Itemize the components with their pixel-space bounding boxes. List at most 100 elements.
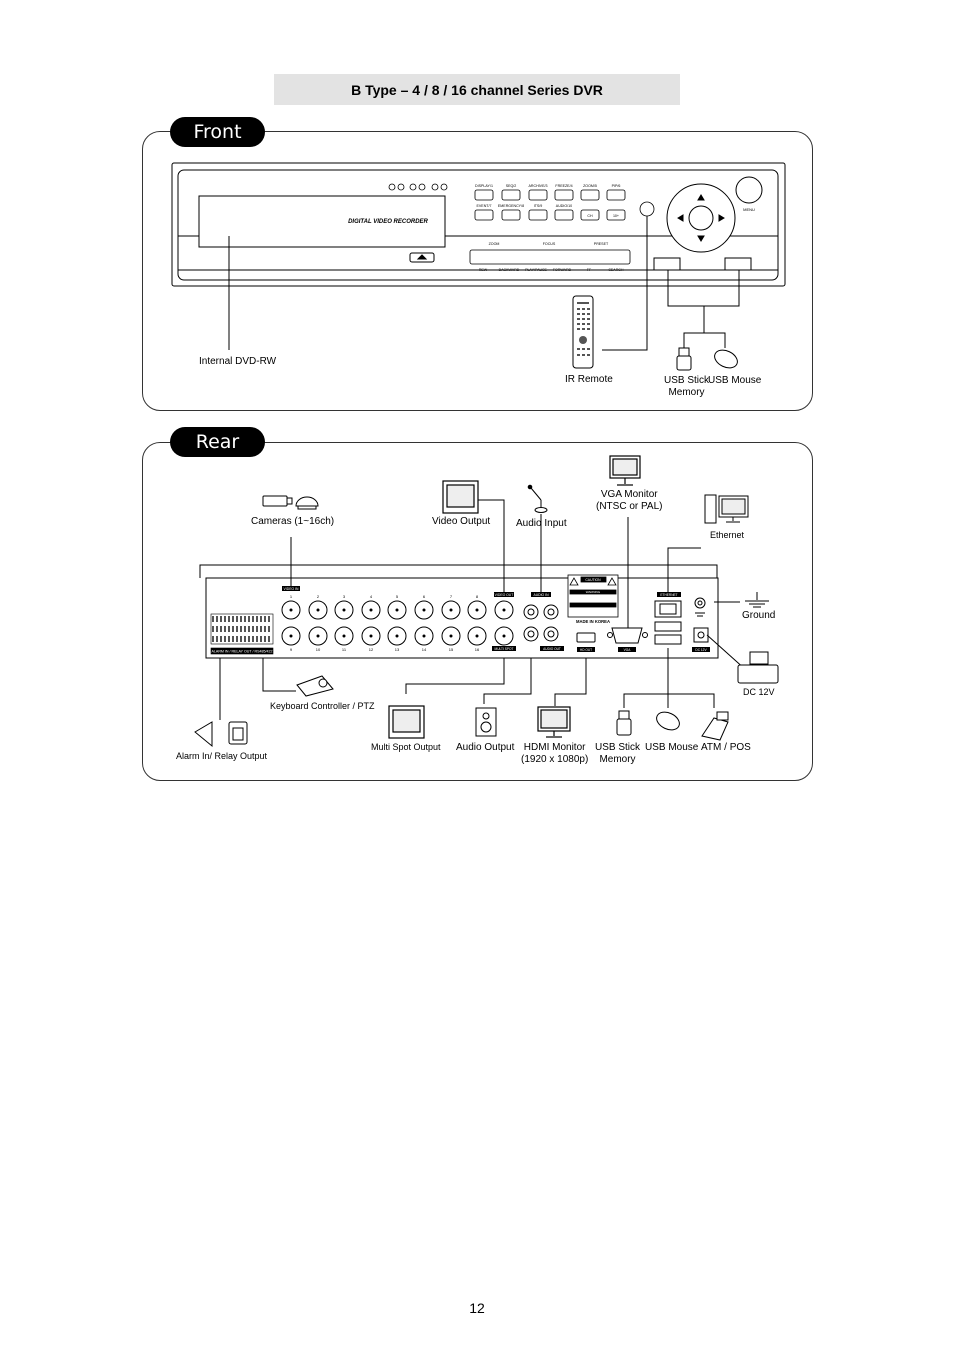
pb-backward: BACKWARD [499,268,520,272]
label-vga-monitor: VGA Monitor (NTSC or PAL) [596,489,663,512]
label-audio-output: Audio Output [456,742,515,753]
bnc-3: 3 [343,594,346,599]
audio-in-label: AUDIO IN [533,593,549,597]
btn-label-3: ARCHIVE/3 [529,184,548,188]
alarm-bar-label: ALARM IN / RELAY OUT / RS485/422 [212,650,273,654]
btn-label-5: ZOOM/5 [583,184,597,188]
dvd-tray [198,195,446,248]
page-number: 12 [469,1300,485,1316]
btn-label-ch: CH [587,214,593,218]
status-leds [388,183,448,191]
bnc-13: 13 [395,647,400,652]
audio-out-label: AUDIO OUT [543,647,561,651]
label-hdmi: HDMI Monitor (1920 x 1080p) [521,742,589,765]
nav-dial [666,183,736,253]
hdmi-port [576,632,596,643]
camera-icons [262,495,319,510]
menu-label: MENU [743,207,755,212]
btn-label-2: SEQ/2 [506,184,517,188]
btn-label-1: DISPLAY/1 [475,184,493,188]
hd-out-label: HD OUT [580,648,592,652]
warning-text: WARNING [586,590,601,594]
pb-rew: REW [479,268,488,272]
bnc-12: 12 [369,647,374,652]
btn-label-9: ITS/9 [534,204,543,208]
dvr-front-chassis [171,162,786,287]
rear-tab: Rear [170,427,265,457]
bnc-numbers: 1 2 3 4 5 6 7 8 9 10 11 12 13 14 15 16 [290,594,480,652]
label-dvd: Internal DVD-RW [199,356,277,367]
ethernet-port [654,600,682,618]
focus-label: FOCUS [543,242,556,246]
pb-search: SEARCH [609,268,624,272]
usb-stick-icon [676,347,692,371]
vga-monitor-icon [609,455,641,486]
microphone-icon [527,484,548,513]
label-cameras: Cameras (1~16ch) [251,516,335,527]
rca-jacks [523,604,559,642]
caution-text: CAUTION [585,578,601,582]
keyboard-controller-icon [296,675,334,697]
vga-port [607,627,648,644]
ir-remote-icon [572,295,594,369]
atm-pos-icon [701,711,729,741]
menu-button [735,176,763,204]
rear-panel [142,442,813,781]
video-in-label: VIDEO IN [284,587,299,591]
btn-label-10: AUDIO/10 [556,204,572,208]
bnc-11: 11 [342,647,347,652]
dc-jack [693,627,709,643]
ground-screw [694,597,706,617]
front-usb-ports [653,257,752,271]
bnc-16: 16 [475,647,480,652]
label-alarm: Alarm In/ Relay Output [176,751,268,761]
power-adapter-icon [737,651,779,684]
bnc-8: 8 [476,594,479,599]
speaker-icon [475,707,497,737]
made-in-korea: MADE IN KOREA [576,619,610,624]
label-audio-input: Audio Input [516,518,567,529]
vga-label: VGA [624,648,632,652]
device-label: DIGITAL VIDEO RECORDER [348,219,428,225]
label-usb-mouse-front: USB Mouse [708,375,762,386]
label-usb-stick-rear: USB Stick Memory [595,742,641,765]
multi-spot-label: MULTI SPOT [495,647,514,651]
ethernet-pc-icon [704,494,749,524]
alarm-icon [194,721,248,748]
usb-mouse-icon [714,349,738,369]
ethernet-port-label: ETHERNET [660,593,677,597]
usb-stick-rear-icon [616,710,632,736]
btn-label-6: PIP/6 [612,184,621,188]
caution-sticker [567,574,619,618]
dvr-rear-chassis [199,564,719,659]
btn-label-10plus: 10+ [613,214,619,218]
label-usb-mouse-rear: USB Mouse [645,742,699,753]
label-atm-pos: ATM / POS [701,742,751,753]
video-out-label: VIDEO OUT [495,593,514,597]
pb-ff: FF [587,268,592,272]
button-grid-labels: DISPLAY/1 SEQ/2 ARCHIVE/3 FREEZE/4 ZOOM/… [475,184,624,272]
dc-port-label: DC 12V [695,648,707,652]
video-output-monitor-icon [442,480,479,514]
front-panel [142,131,813,411]
bnc-connectors [281,600,514,646]
alarm-terminal-block [210,613,274,655]
rear-connectors [219,499,747,720]
label-ethernet: Ethernet [710,530,745,540]
preset-label: PRESET [594,242,609,246]
bnc-4: 4 [370,594,373,599]
hdmi-monitor-icon [537,706,571,738]
rear-usb-ports [654,621,682,645]
pb-play: PLAY/PAUSE [525,268,547,272]
btn-label-7: EVENT/7 [477,204,492,208]
bnc-6: 6 [423,594,426,599]
bnc-9: 9 [290,647,293,652]
label-keyboard: Keyboard Controller / PTZ [270,701,375,711]
btn-label-8: EMERGENCY/8 [498,204,524,208]
label-usb-stick-front: USB Stick Memory [664,375,710,398]
label-ir-remote: IR Remote [565,374,613,385]
label-ground: Ground [742,610,776,621]
btn-label-4: FREEZE/4 [555,184,572,188]
